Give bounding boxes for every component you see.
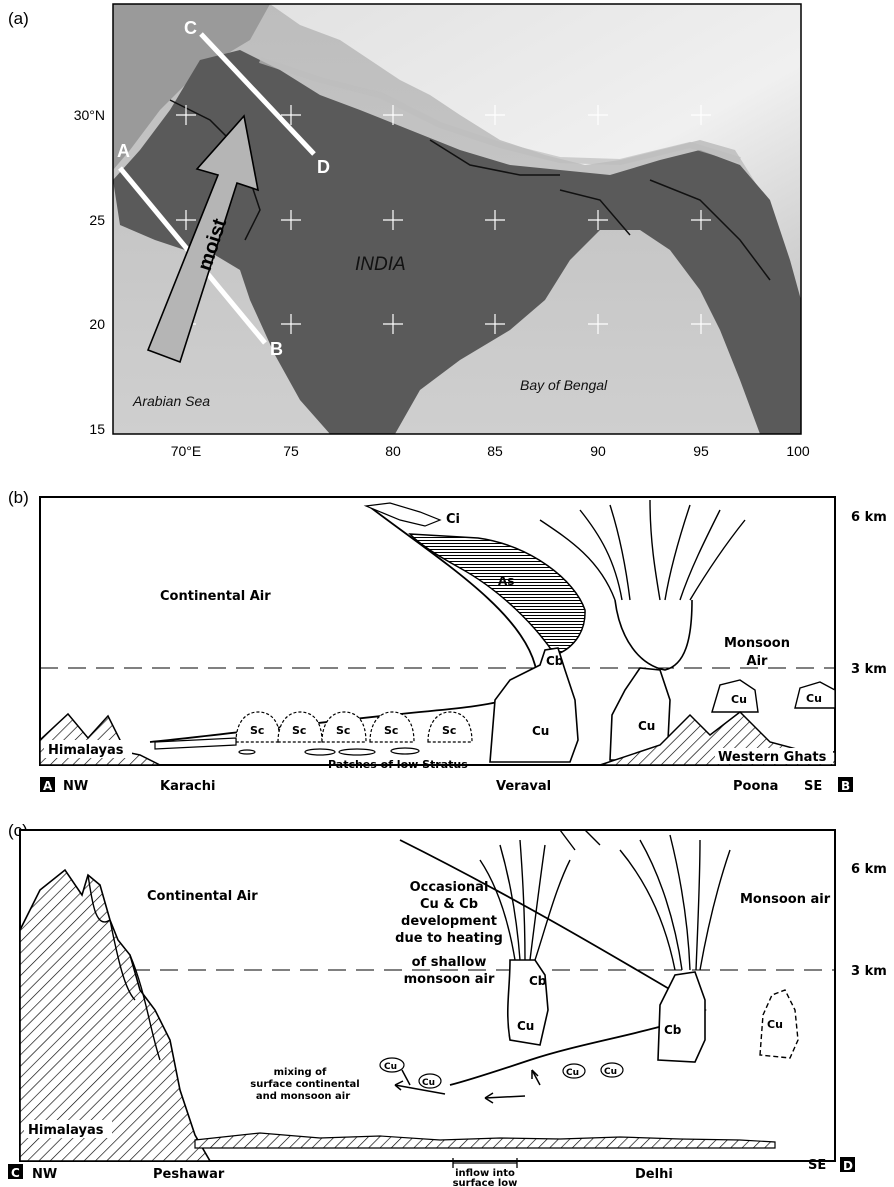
panel-c-6km: 6 km (851, 862, 887, 877)
panel-b-place-veraval: Veraval (496, 779, 551, 794)
point-c: C (184, 18, 197, 38)
panel-c-cu-label-1: Cu (517, 1019, 534, 1033)
panel-c-se: SE (808, 1158, 826, 1173)
panel-c-cb-label-2: Cb (664, 1023, 682, 1037)
panel-c-note-line: Occasional (410, 880, 489, 895)
sc-label: Sc (384, 724, 398, 737)
lat-tick: 30°N (74, 107, 105, 123)
point-a: A (117, 141, 130, 161)
panel-b-label: (b) (8, 488, 29, 507)
panel-b-monsoon-label-1: Monsoon (724, 636, 790, 651)
panel-c-3km: 3 km (851, 964, 887, 979)
lon-tick: 70°E (171, 443, 202, 459)
panel-c-corner-c: C (11, 1166, 20, 1180)
panel-c-nw: NW (32, 1167, 57, 1182)
panel-c-cu-small-3: Cu (566, 1068, 579, 1078)
panel-b-cu-label-1: Cu (532, 724, 549, 738)
panel-c-note-line: development (401, 914, 497, 929)
panel-a-map: (a) A B C D moist INDIA Arabian Sea Bay … (8, 4, 810, 459)
sc-label: Sc (336, 724, 350, 737)
panel-c-cu-small-4: Cu (604, 1067, 617, 1077)
sc-label: Sc (250, 724, 264, 737)
panel-c-mixing-line: surface continental (250, 1079, 359, 1090)
panel-c-note-line: monsoon air (404, 972, 495, 987)
panel-b-continental-label: Continental Air (160, 589, 271, 604)
panel-b-cu-label-4: Cu (806, 692, 822, 705)
panel-b-cu-label-2: Cu (638, 719, 655, 733)
panel-c-cu-small-1: Cu (384, 1062, 397, 1072)
panel-b-ghats-label: Western Ghats (718, 750, 827, 765)
panel-b-as-label: As (498, 574, 514, 588)
lon-tick: 95 (693, 443, 709, 459)
panel-b-stratus-label: Patches of low Stratus (328, 758, 468, 771)
panel-b-cb-label: Cb (546, 654, 564, 668)
lon-tick: 90 (590, 443, 606, 459)
india-label: INDIA (355, 254, 406, 275)
point-d: D (317, 157, 330, 177)
lon-tick: 100 (786, 443, 810, 459)
lat-tick: 15 (89, 421, 105, 437)
arabian-sea-label: Arabian Sea (132, 393, 210, 409)
lat-ticks: 30°N 25 20 15 (74, 107, 105, 437)
panel-c-cu-label-2: Cu (767, 1018, 783, 1031)
panel-c-place-delhi: Delhi (635, 1167, 673, 1182)
lat-tick: 20 (89, 316, 105, 332)
panel-b-cu-label-3: Cu (731, 693, 747, 706)
panel-c-note-line: due to heating (395, 931, 503, 946)
panel-c-note-line: Cu & Cb (420, 897, 478, 912)
panel-b-himalayas-label: Himalayas (48, 743, 124, 758)
panel-b-3km: 3 km (851, 662, 887, 677)
panel-a-label: (a) (8, 9, 29, 28)
panel-b-ci-label: Ci (446, 512, 460, 527)
panel-b-place-karachi: Karachi (160, 779, 215, 794)
lon-tick: 85 (487, 443, 503, 459)
panel-b-monsoon-label-2: Air (747, 654, 769, 669)
panel-c-cu-small-2: Cu (422, 1078, 435, 1088)
point-b: B (270, 339, 283, 359)
panel-b-cross-section: (b) 6 km 3 km Himalayas As Ci Sc Sc Sc Sc Sc… (8, 488, 887, 794)
panel-b-se: SE (804, 779, 822, 794)
lon-ticks: 70°E 75 80 85 90 95 100 (171, 443, 810, 459)
panel-c-himalayas-label: Himalayas (28, 1123, 104, 1138)
lat-tick: 25 (89, 212, 105, 228)
panel-c-mixing-line: mixing of (274, 1067, 327, 1078)
panel-c-corner-d: D (843, 1159, 853, 1173)
panel-c-cb-label-1: Cb (529, 974, 547, 988)
panel-b-corner-b: B (841, 779, 850, 793)
panel-c-note-line: of shallow (412, 955, 487, 970)
panel-b-nw: NW (63, 779, 88, 794)
sc-label: Sc (292, 724, 306, 737)
panel-b-place-poona: Poona (733, 779, 778, 794)
panel-c-mixing-line: and monsoon air (256, 1091, 350, 1102)
bay-of-bengal-label: Bay of Bengal (520, 377, 608, 393)
panel-b-corner-a: A (43, 779, 53, 793)
panel-c-inflow-line-2: surface low (453, 1178, 518, 1187)
lon-tick: 80 (385, 443, 401, 459)
panel-c-place-peshawar: Peshawar (153, 1167, 225, 1182)
panel-c-cross-section: (c) 6 km 3 km Himalayas Cb Cu Cb Cu Cu C (8, 821, 887, 1187)
sc-label: Sc (442, 724, 456, 737)
panel-b-6km: 6 km (851, 510, 887, 525)
panel-c-monsoon-label: Monsoon air (740, 892, 831, 907)
lon-tick: 75 (283, 443, 299, 459)
panel-c-continental-label: Continental Air (147, 889, 258, 904)
